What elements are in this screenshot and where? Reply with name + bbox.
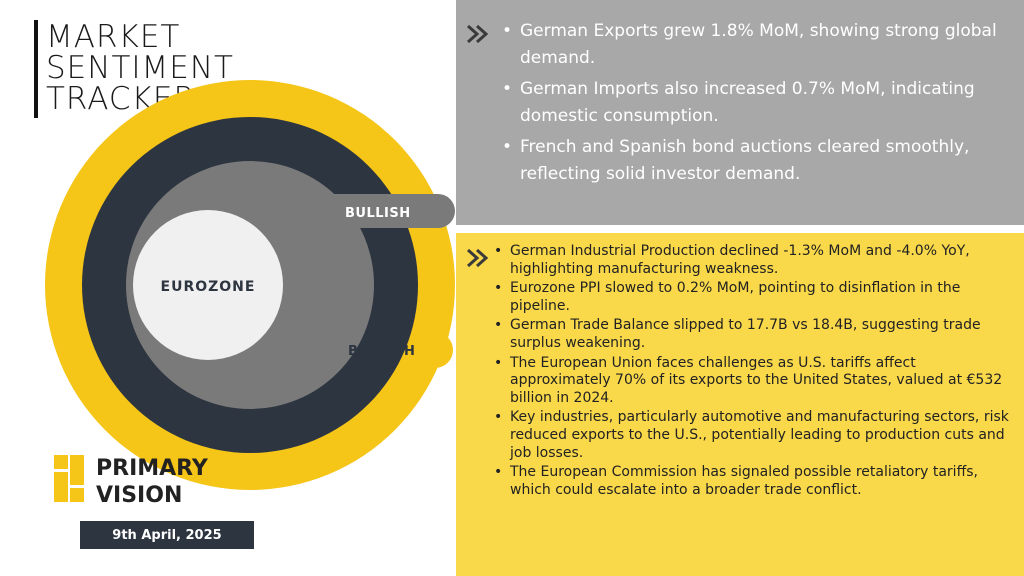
double-chevron-right-icon <box>467 248 489 268</box>
list-item: Eurozone PPI slowed to 0.2% MoM, pointin… <box>492 280 1012 315</box>
list-item: German Trade Balance slipped to 17.7B vs… <box>492 317 1012 352</box>
list-item: German Imports also increased 0.7% MoM, … <box>500 76 1000 129</box>
double-chevron-right-icon <box>467 24 489 44</box>
title-line-2: SENTIMENT <box>46 50 234 86</box>
bearish-label: BEARISH <box>348 344 415 359</box>
bullish-points-list: German Exports grew 1.8% MoM, showing st… <box>500 18 1000 192</box>
inner-circle <box>133 210 283 360</box>
title-line-1: MARKET <box>46 19 181 55</box>
title-accent-bar <box>34 20 38 118</box>
page-title: MARKET SENTIMENT TRACKER <box>46 22 234 115</box>
list-item: French and Spanish bond auctions cleared… <box>500 134 1000 187</box>
report-date: 9th April, 2025 <box>80 521 254 549</box>
list-item: The European Commission has signaled pos… <box>492 464 1012 499</box>
gauge-center-label: EUROZONE <box>161 279 256 295</box>
list-item: German Exports grew 1.8% MoM, showing st… <box>500 18 1000 71</box>
brand-logo-icon <box>54 455 84 502</box>
brand-name: PRIMARY VISION <box>96 455 208 509</box>
brand-name-line-1: PRIMARY <box>96 456 208 481</box>
list-item: German Industrial Production declined -1… <box>492 243 1012 278</box>
bullish-label: BULLISH <box>345 206 411 221</box>
sentiment-gauge: EUROZONE BULLISH BEARISH <box>45 80 455 502</box>
brand-name-line-2: VISION <box>96 483 183 508</box>
list-item: The European Union faces challenges as U… <box>492 355 1012 408</box>
list-item: Key industries, particularly automotive … <box>492 409 1012 462</box>
bearish-points-list: German Industrial Production declined -1… <box>492 243 1012 501</box>
bullish-bar <box>250 194 455 228</box>
